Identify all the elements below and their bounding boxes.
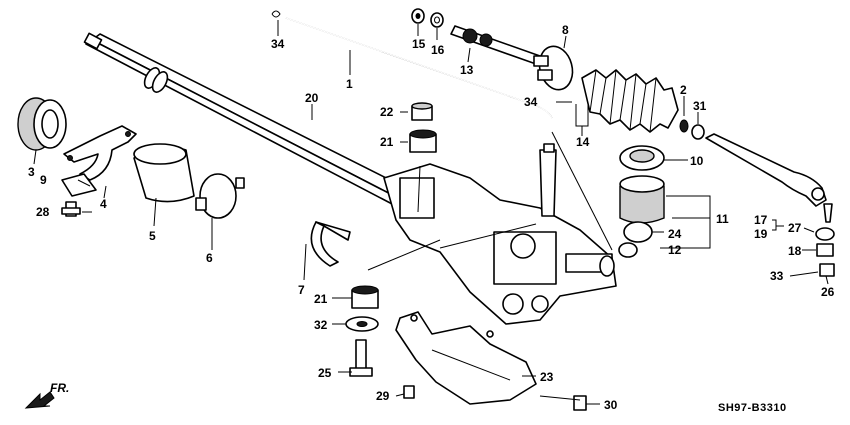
mount-21-lower xyxy=(351,285,379,309)
pipe-long xyxy=(285,17,553,119)
callout-32: 32 xyxy=(314,318,328,332)
cushion-11 xyxy=(619,175,665,224)
callout-30: 30 xyxy=(604,398,618,412)
bolt-25 xyxy=(349,339,373,377)
callout-5: 5 xyxy=(149,229,156,243)
clamp-6 xyxy=(195,173,245,219)
nut-31 xyxy=(691,124,705,140)
tie-rod-end xyxy=(705,133,833,223)
gear-box xyxy=(383,143,617,325)
callout-15: 15 xyxy=(412,37,426,51)
nut-18 xyxy=(816,243,834,257)
seal-24 xyxy=(623,221,653,243)
washer-9 xyxy=(61,173,97,197)
callout-34-mid: 34 xyxy=(524,95,538,109)
tie-rod-13 xyxy=(450,25,541,65)
callout-19: 19 xyxy=(754,227,768,241)
clip-34 xyxy=(271,10,281,18)
castle-nut-26 xyxy=(819,263,835,277)
callout-16: 16 xyxy=(431,43,445,57)
callout-18: 18 xyxy=(788,244,802,258)
callout-7: 7 xyxy=(298,283,305,297)
boot-band-8 xyxy=(533,45,574,91)
bolt-30 xyxy=(573,395,587,411)
callout-6: 6 xyxy=(206,251,213,265)
callout-25: 25 xyxy=(318,366,332,380)
callout-28: 28 xyxy=(36,205,50,219)
seal-10 xyxy=(619,145,665,171)
band-2 xyxy=(679,119,689,133)
callout-24: 24 xyxy=(668,227,682,241)
callout-14: 14 xyxy=(576,135,590,149)
callout-26: 26 xyxy=(821,285,835,299)
callout-8: 8 xyxy=(562,23,569,37)
callout-10: 10 xyxy=(690,154,704,168)
callout-20: 20 xyxy=(305,91,319,105)
callout-12: 12 xyxy=(668,243,682,257)
callout-33: 33 xyxy=(770,269,784,283)
callout-29: 29 xyxy=(376,389,390,403)
washer-16 xyxy=(430,12,444,28)
rack-housing-tube xyxy=(83,32,411,206)
callout-31: 31 xyxy=(693,99,707,113)
callout-13: 13 xyxy=(460,63,474,77)
callout-22: 22 xyxy=(380,105,394,119)
callout-9: 9 xyxy=(40,173,47,187)
bracket-plate-23 xyxy=(395,311,537,405)
callout-1: 1 xyxy=(346,77,353,91)
rack-boot xyxy=(581,69,679,133)
callout-21-upper: 21 xyxy=(380,135,394,149)
callout-11: 11 xyxy=(716,212,729,226)
bracket-4 xyxy=(63,125,137,181)
front-direction-label: FR. xyxy=(50,381,70,395)
cotter-pin-33 xyxy=(789,271,819,277)
stopper-7 xyxy=(310,221,351,267)
bolt-28 xyxy=(61,201,81,217)
front-arrow-icon xyxy=(24,391,55,409)
callout-17: 17 xyxy=(754,213,768,227)
callout-21-lower: 21 xyxy=(314,292,328,306)
sleeve-5 xyxy=(133,143,195,203)
mount-22 xyxy=(411,102,433,121)
callout-2: 2 xyxy=(680,83,687,97)
bushing-3 xyxy=(17,97,67,151)
callout-34-top: 34 xyxy=(271,37,285,51)
callout-3: 3 xyxy=(28,165,35,179)
washer-32 xyxy=(345,316,379,332)
ring-12 xyxy=(618,242,638,258)
leader-lines xyxy=(33,20,829,405)
nut-15 xyxy=(411,8,425,24)
diagram-code: SH97-B3310 xyxy=(718,402,787,414)
callout-4: 4 xyxy=(100,197,107,211)
callout-23: 23 xyxy=(540,370,554,384)
mount-21-upper xyxy=(409,129,437,153)
callout-27: 27 xyxy=(788,221,802,235)
bolt-29 xyxy=(403,385,415,399)
dust-seal-27 xyxy=(815,227,835,241)
